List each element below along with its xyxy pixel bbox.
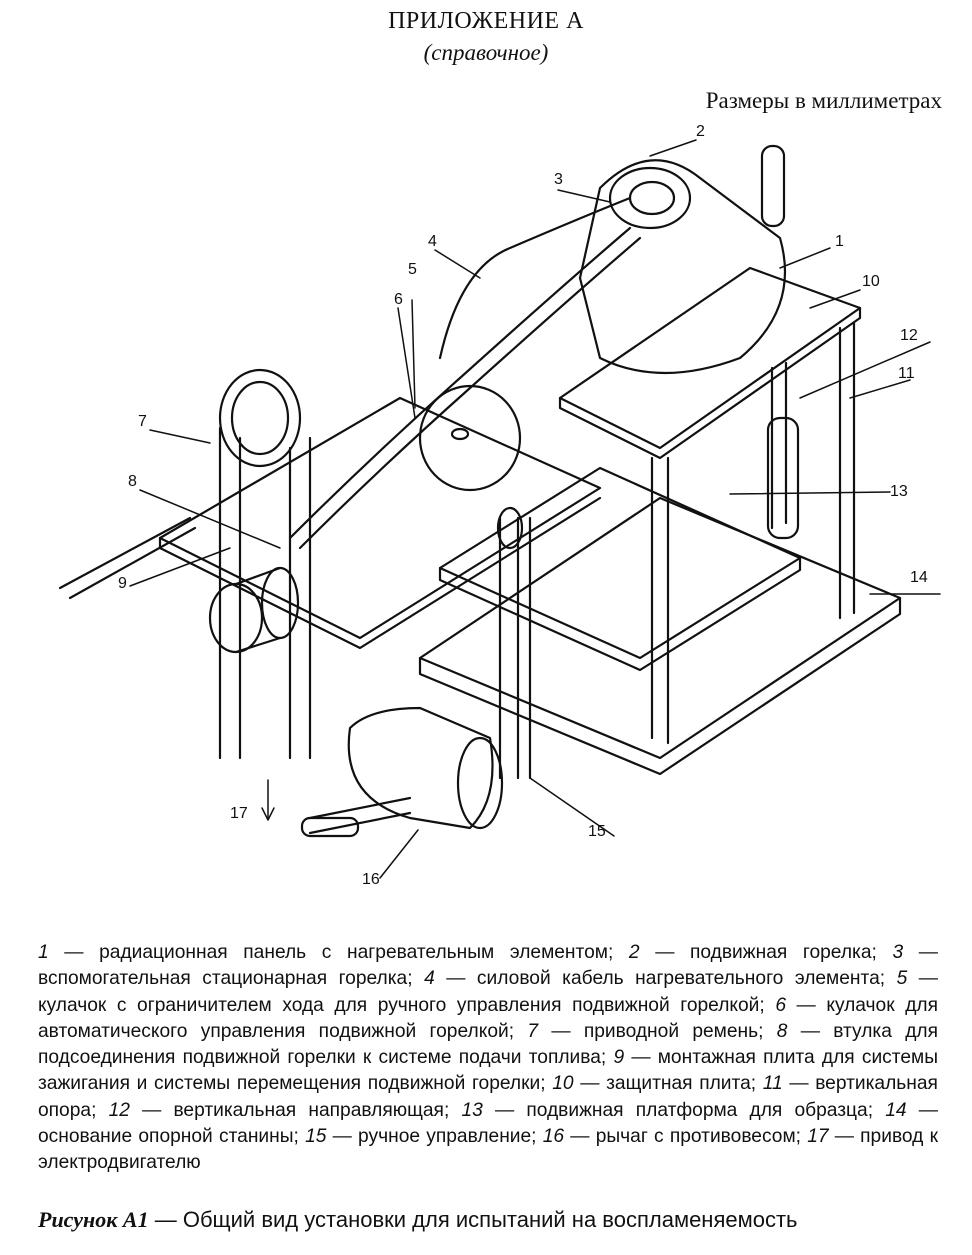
legend-text: силовой кабель нагревательного элемента; bbox=[476, 968, 886, 990]
legend-number: 4 bbox=[424, 968, 435, 990]
callout-8: 8 bbox=[128, 473, 137, 490]
legend-entry: 3 — вспомогательная стационарная горелка… bbox=[38, 942, 938, 990]
legend-number: 13 bbox=[461, 1099, 483, 1121]
apparatus-svg: 1 2 3 4 5 6 7 8 9 10 11 12 13 14 15 16 1… bbox=[58, 123, 941, 888]
mounting-plate bbox=[158, 396, 602, 640]
support-leg bbox=[650, 456, 670, 745]
legend-number: 15 bbox=[305, 1126, 327, 1148]
legend-entry: 16 — рычаг с противовесом; bbox=[542, 1126, 801, 1148]
callout-2: 2 bbox=[696, 123, 705, 140]
callout-16: 16 bbox=[362, 871, 380, 888]
callout-11: 11 bbox=[898, 365, 915, 382]
units-note: Размеры в миллиметрах bbox=[705, 88, 942, 113]
legend-entry: 9 — монтажная плита для системы зажигани… bbox=[38, 1047, 939, 1095]
legend-text: подвижная платформа для образца; bbox=[526, 1099, 874, 1121]
power-cable bbox=[438, 196, 632, 360]
callout-3: 3 bbox=[554, 171, 563, 188]
legend-text: втулка для подсоединения подвижной горел… bbox=[38, 1020, 938, 1069]
legend-number: 17 bbox=[807, 1126, 829, 1148]
legend-entry: 10 — защитная плита; bbox=[552, 1073, 757, 1095]
callout-7: 7 bbox=[138, 413, 147, 430]
legend-entry: 1 — радиационная панель с нагревательным… bbox=[38, 942, 614, 963]
figure-caption: Рисунок А1 — Общий вид установки для исп… bbox=[38, 1207, 938, 1233]
callout-1: 1 bbox=[835, 233, 844, 250]
callout-5: 5 bbox=[408, 261, 417, 278]
appendix-title: ПРИЛОЖЕНИЕ А bbox=[388, 8, 584, 34]
legend-text: основание опорной станины; bbox=[38, 1126, 299, 1148]
legend-text: ручное управление; bbox=[358, 1126, 537, 1148]
cam-disk bbox=[418, 384, 522, 492]
legend-entry: 7 — приводной ремень; bbox=[527, 1020, 764, 1042]
legend-number: 8 bbox=[776, 1020, 788, 1042]
legend-text: подвижная горелка; bbox=[690, 942, 877, 963]
legend-text: вертикальная направляющая; bbox=[173, 1099, 450, 1121]
legend-text: вертикальная опора; bbox=[38, 1073, 938, 1121]
legend-text: рычаг с противовесом; bbox=[595, 1126, 801, 1148]
legend-text: приводной ремень; bbox=[583, 1020, 764, 1042]
legend-text: кулачок с ограничителем хода для ручного… bbox=[38, 994, 765, 1016]
legend-text: привод к электродвигателю bbox=[38, 1126, 938, 1174]
legend-text: монтажная плита для системы зажигания и … bbox=[38, 1047, 939, 1095]
callout-15: 15 bbox=[588, 823, 606, 840]
legend-entry: 15 — ручное управление; bbox=[305, 1126, 537, 1148]
legend-entry: 17 — привод к электродвигателю bbox=[38, 1126, 938, 1174]
protective-plate bbox=[558, 266, 862, 450]
legend-entry: 8 — втулка для подсоединения подвижной г… bbox=[38, 1020, 938, 1069]
callout-13: 13 bbox=[890, 483, 908, 500]
callout-17: 17 bbox=[230, 805, 248, 822]
legend-number: 5 bbox=[896, 968, 908, 990]
drive-pulley bbox=[218, 368, 302, 468]
callout-9: 9 bbox=[118, 575, 127, 592]
legend-text: вспомогательная стационарная горелка; bbox=[38, 968, 413, 990]
legend-entry: 14 — основание опорной станины; bbox=[38, 1099, 938, 1148]
figure-legend: 1 — радиационная панель с нагревательным… bbox=[38, 940, 938, 1177]
legend-number: 12 bbox=[108, 1099, 130, 1121]
callout-4: 4 bbox=[428, 233, 437, 250]
burner-pipe bbox=[288, 226, 632, 540]
legend-number: 11 bbox=[762, 1073, 783, 1095]
legend-text: защитная плита; bbox=[606, 1073, 757, 1095]
legend-number: 1 bbox=[38, 942, 49, 963]
legend-entry: 13 — подвижная платформа для образца; bbox=[461, 1099, 874, 1121]
caption-label: Рисунок А1 bbox=[38, 1207, 149, 1232]
appendix-subtitle: (справочное) bbox=[423, 40, 549, 65]
legend-entry: 2 — подвижная горелка; bbox=[628, 942, 877, 963]
callout-12: 12 bbox=[900, 327, 918, 344]
legend-number: 2 bbox=[628, 942, 640, 963]
caption-dash: — bbox=[148, 1207, 183, 1232]
callout-6: 6 bbox=[394, 291, 403, 308]
legend-entry: 11 — вертикальная опора; bbox=[38, 1073, 938, 1121]
legend-number: 3 bbox=[892, 942, 904, 963]
caption-text: Общий вид установки для испытаний на вос… bbox=[182, 1207, 798, 1232]
legend-number: 14 bbox=[885, 1099, 907, 1121]
legend-text: радиационная панель с нагревательным эле… bbox=[99, 942, 614, 963]
base-frame bbox=[418, 496, 902, 760]
legend-number: 7 bbox=[527, 1020, 539, 1042]
callout-10: 10 bbox=[862, 273, 880, 290]
hand-control bbox=[498, 516, 532, 780]
legend-number: 9 bbox=[613, 1047, 625, 1069]
legend-number: 16 bbox=[542, 1126, 565, 1148]
legend-entry: 5 — кулачок с ограничителем хода для руч… bbox=[38, 968, 938, 1016]
legend-entry: 6 — кулачок для автоматического управлен… bbox=[38, 994, 938, 1042]
legend-number: 6 bbox=[775, 994, 786, 1016]
vertical-guide bbox=[766, 416, 800, 540]
drive-belt bbox=[218, 426, 312, 760]
apparatus-drawing: 1 2 3 4 5 6 7 8 9 10 11 12 13 14 15 16 1… bbox=[40, 118, 960, 918]
legend-text: кулачок для автоматического управления п… bbox=[38, 994, 938, 1042]
legend-entry: 12 — вертикальная направляющая; bbox=[108, 1099, 450, 1121]
radiant-panel bbox=[578, 159, 787, 375]
counterweight-lever bbox=[347, 706, 494, 830]
callout-14: 14 bbox=[910, 569, 928, 586]
legend-number: 10 bbox=[552, 1073, 574, 1095]
legend-entry: 4 — силовой кабель нагревательного элеме… bbox=[424, 968, 886, 990]
